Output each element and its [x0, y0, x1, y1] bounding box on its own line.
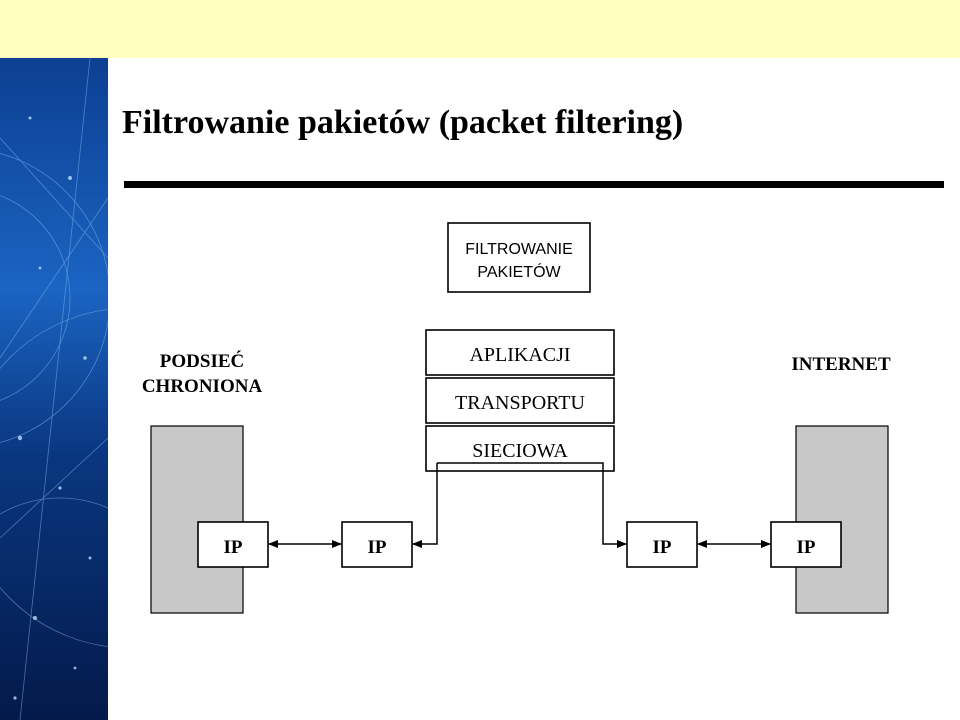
top-banner	[0, 0, 960, 58]
protected-host	[150, 425, 244, 614]
ip-box-4	[770, 521, 842, 568]
layer-transport-box	[425, 377, 615, 424]
internet-label: INTERNET	[791, 354, 891, 375]
ip-box-1	[197, 521, 269, 568]
star-map-decoration	[0, 58, 108, 720]
layer-transport-label: TRANSPORTU	[455, 392, 585, 414]
internet-host	[795, 425, 889, 614]
title-divider	[124, 181, 944, 188]
link-ip2-filter-in	[412, 463, 438, 548]
layer-network-label: SIECIOWA	[472, 440, 568, 462]
protected-net-label-line1: PODSIEĆ	[160, 350, 244, 372]
ip-label-1: IP	[224, 537, 243, 558]
ip-label-2: IP	[368, 537, 387, 558]
layer-application-label: APLIKACJI	[469, 344, 570, 366]
filter-box	[447, 222, 591, 293]
ip-label-4: IP	[797, 537, 816, 558]
ip-label-3: IP	[653, 537, 672, 558]
protected-net-label-line2: CHRONIONA	[142, 376, 263, 397]
filter-label-line1: FILTROWANIE	[465, 241, 573, 258]
link-filter-ip3-out	[437, 462, 627, 548]
ip-box-2	[341, 521, 413, 568]
layer-application-box	[425, 329, 615, 376]
slide-title: Filtrowanie pakietów (packet filtering)	[122, 104, 684, 141]
filter-label-line2: PAKIETÓW	[477, 262, 561, 281]
